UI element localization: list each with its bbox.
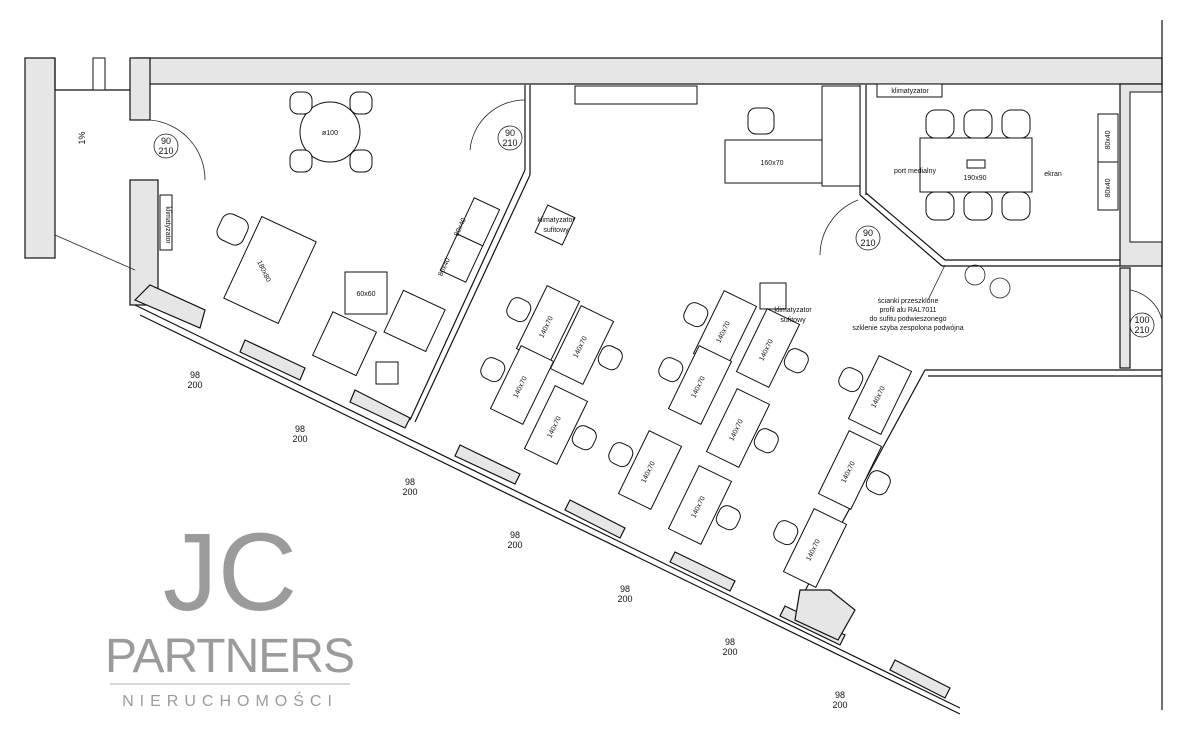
chair: [753, 428, 779, 454]
port-label: port medialny: [894, 168, 937, 175]
desk-top: [523, 384, 589, 466]
screen-label: ekran: [1044, 171, 1062, 178]
desk: [480, 344, 555, 426]
desk-top: [667, 344, 733, 426]
glass-wall-note: profil alu RAL7011: [879, 307, 936, 314]
desk: [658, 344, 733, 426]
desk-top: [735, 307, 801, 389]
desk: [817, 429, 891, 511]
desk-clusters: [480, 284, 913, 589]
window-width: 98: [620, 584, 630, 594]
coffee-table-label: 60x60: [356, 291, 375, 298]
window-width: 98: [725, 637, 735, 647]
watermark-name: PARTNERS: [105, 630, 355, 683]
desk-top: [847, 354, 913, 436]
desk: [549, 304, 623, 386]
round-table-label: ø100: [322, 130, 338, 137]
ceiling-ac-label: sufitowy: [543, 227, 569, 234]
desk: [667, 464, 741, 546]
chair: [571, 425, 597, 451]
ac-label: klimatyzator: [164, 206, 171, 244]
window-height: 200: [617, 594, 632, 604]
desk-top: [549, 304, 615, 386]
desk-top: [782, 507, 848, 589]
glass-wall-note: do sufitu podwieszonego: [869, 316, 946, 323]
glass-wall-note: szklenie szyba zespolona podwójna: [852, 325, 963, 332]
slope-label: 1%: [77, 131, 87, 144]
desk-top: [817, 429, 883, 511]
window-width: 98: [190, 370, 200, 380]
window-height: 200: [722, 647, 737, 657]
meeting-table-label: 190x90: [964, 175, 987, 182]
cabinet-label: 80x40: [1105, 178, 1112, 197]
chair: [773, 520, 799, 546]
desk: [773, 507, 848, 589]
door-meeting-width: 90: [863, 228, 873, 238]
chair: [597, 345, 623, 371]
window-width: 98: [405, 477, 415, 487]
ac-label: klimatyzator: [891, 88, 929, 95]
window-height: 200: [292, 434, 307, 444]
plan-labels: 1%902109021090210100210ø100160x70180x806…: [77, 88, 1150, 710]
door-office-width: 90: [505, 128, 515, 138]
glass-wall-note: ścianki przeszklone: [878, 298, 939, 305]
door-right-height: 210: [1134, 325, 1149, 335]
door-entrance-width: 90: [161, 136, 171, 146]
watermark-logo: JC PARTNERS NIERUCHOMOŚCI: [105, 511, 355, 710]
doors: [149, 99, 1163, 338]
chair: [715, 505, 741, 531]
desk-top: [667, 464, 733, 546]
chair: [783, 348, 809, 374]
watermark-initials: JC: [163, 511, 297, 634]
window-height: 200: [507, 540, 522, 550]
walls: [24, 20, 1163, 715]
door-right-width: 100: [1134, 315, 1149, 325]
door-meeting-height: 210: [860, 238, 875, 248]
chair: [608, 442, 634, 468]
desk-top: [705, 387, 771, 469]
window-height: 200: [832, 700, 847, 710]
chair: [683, 302, 709, 328]
chair: [658, 357, 684, 383]
desk-top: [617, 429, 683, 511]
chair: [506, 297, 532, 323]
manager-desk-label: 160x70: [761, 160, 784, 167]
ceiling-ac-label: sufitowy: [780, 317, 806, 324]
chair: [865, 470, 891, 496]
desk: [705, 387, 779, 469]
leader-line: [927, 264, 946, 301]
desk: [523, 384, 597, 466]
watermark-sub: NIERUCHOMOŚCI: [122, 691, 338, 710]
chair: [480, 357, 506, 383]
ceiling-ac-label: klimatyzator: [774, 307, 812, 314]
window-height: 200: [402, 487, 417, 497]
door-office-height: 210: [502, 138, 517, 148]
window-width: 98: [295, 424, 305, 434]
desk: [838, 354, 913, 436]
ceiling-ac-label: klimatyzator: [537, 217, 575, 224]
door-entrance-height: 210: [158, 146, 173, 156]
desk: [735, 307, 809, 389]
cabinet-label: 80x40: [1105, 130, 1112, 149]
window-width: 98: [835, 690, 845, 700]
window-height: 200: [187, 380, 202, 390]
chair: [838, 367, 864, 393]
desk: [608, 429, 683, 511]
furniture: [159, 83, 1119, 589]
desk-top: [489, 344, 555, 426]
window-width: 98: [510, 530, 520, 540]
desk: [506, 284, 581, 366]
